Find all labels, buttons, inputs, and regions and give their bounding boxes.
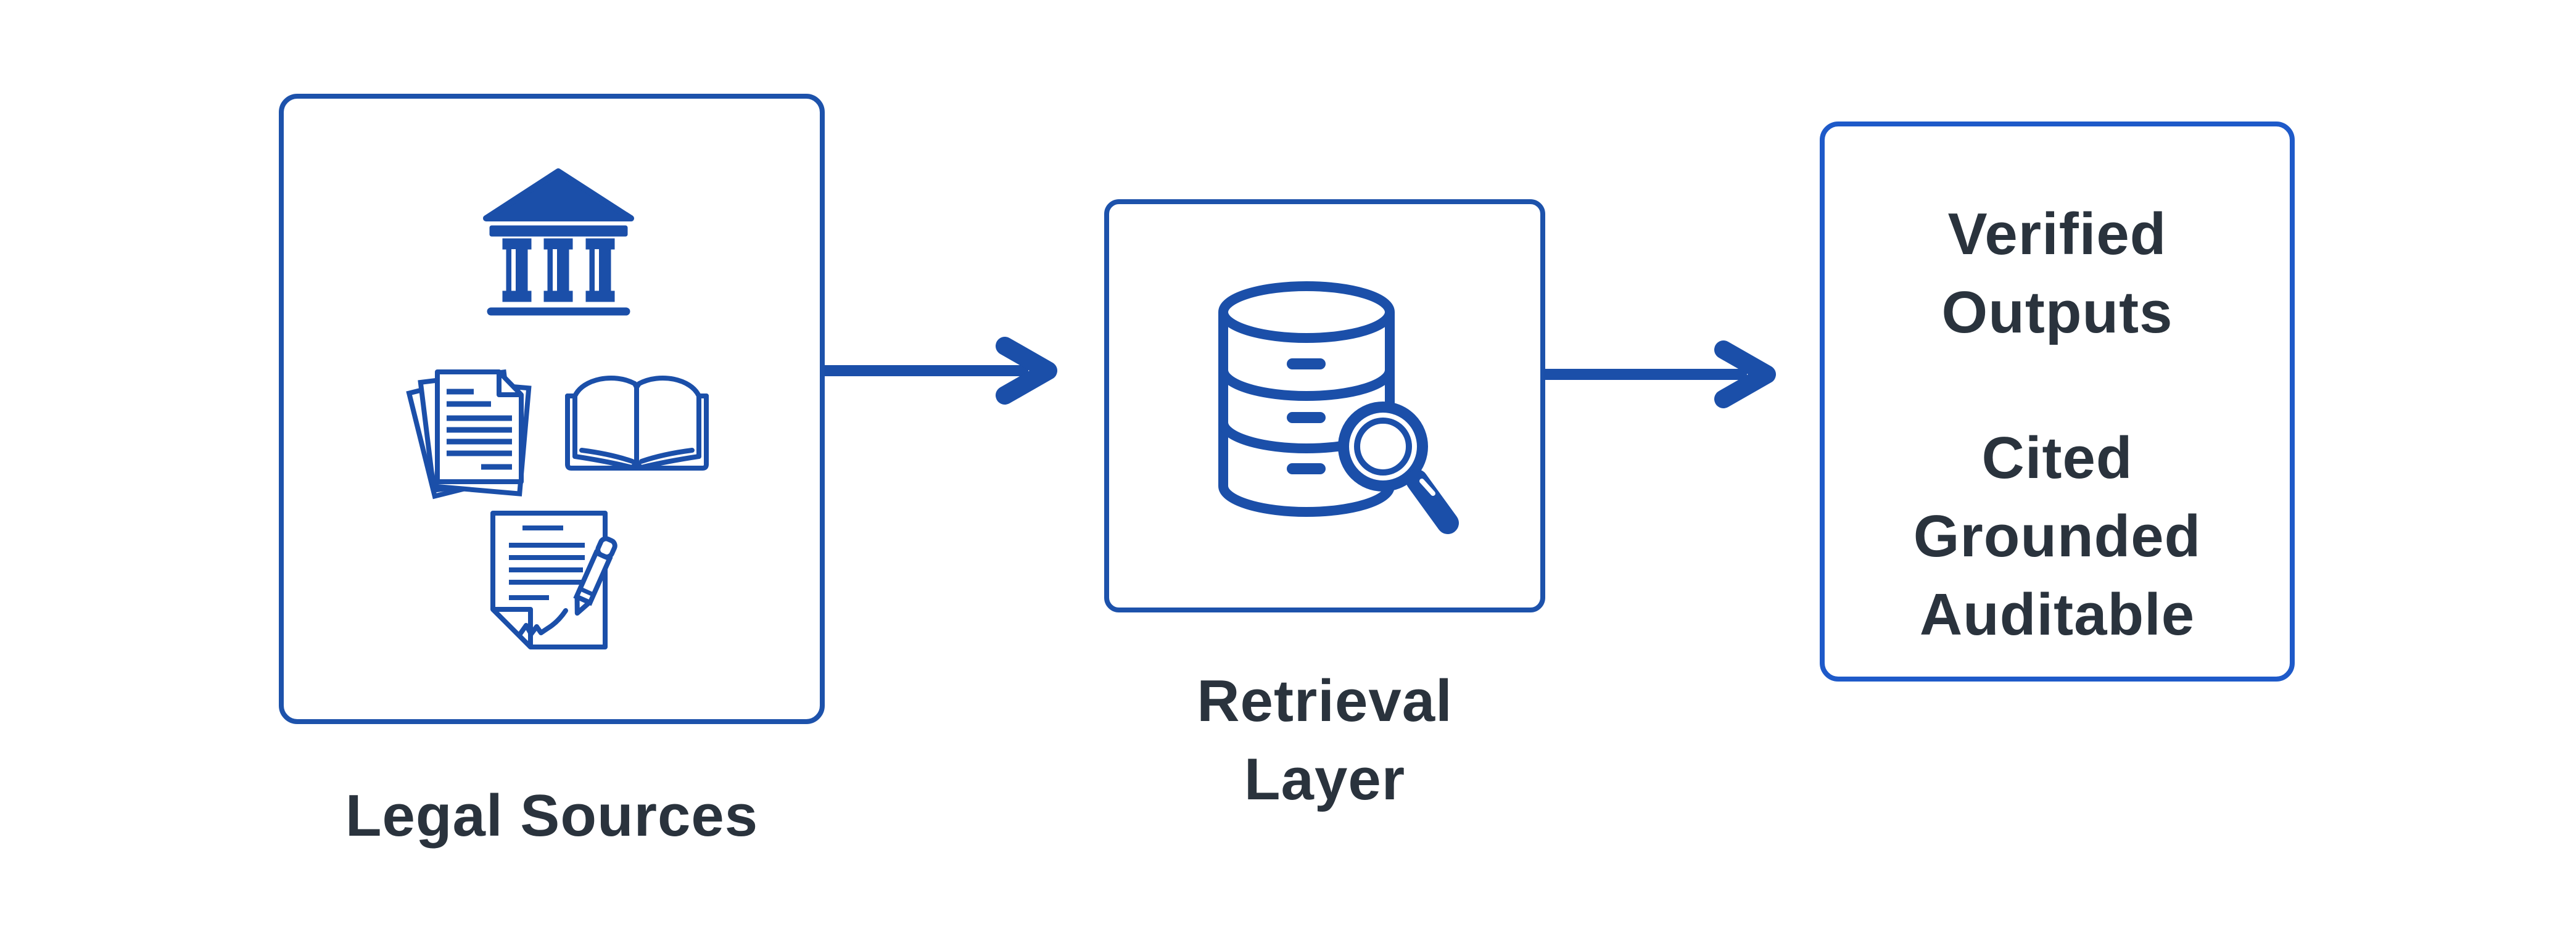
verified-outputs-box: Verified Outputs Cited Grounded Auditabl… bbox=[1820, 122, 2295, 682]
signed-contract-icon bbox=[490, 511, 617, 649]
verified-outputs-title: Verified Outputs bbox=[1825, 195, 2290, 352]
retrieval-layer-box bbox=[1104, 199, 1545, 612]
verified-outputs-title-line1: Verified bbox=[1947, 201, 2167, 267]
legal-sources-label: Legal Sources bbox=[345, 783, 759, 849]
verified-outputs-qualities: Cited Grounded Auditable bbox=[1825, 419, 2290, 654]
verified-outputs-title-line2: Outputs bbox=[1941, 279, 2173, 345]
arrow-retrieval-to-outputs bbox=[1543, 340, 1776, 408]
output-quality-grounded: Grounded bbox=[1913, 503, 2202, 569]
output-quality-cited: Cited bbox=[1981, 425, 2133, 491]
arrow-legal-to-retrieval bbox=[825, 337, 1057, 405]
output-quality-auditable: Auditable bbox=[1919, 582, 2195, 648]
retrieval-layer-label-line2: Layer bbox=[1244, 746, 1406, 812]
retrieval-layer-label: Retrieval Layer bbox=[1104, 662, 1545, 818]
database-search-icon bbox=[1218, 281, 1459, 534]
document-stack-icon bbox=[406, 369, 532, 500]
courthouse-icon bbox=[483, 168, 634, 316]
retrieval-layer-label-line1: Retrieval bbox=[1197, 668, 1453, 734]
open-book-icon bbox=[565, 375, 709, 471]
